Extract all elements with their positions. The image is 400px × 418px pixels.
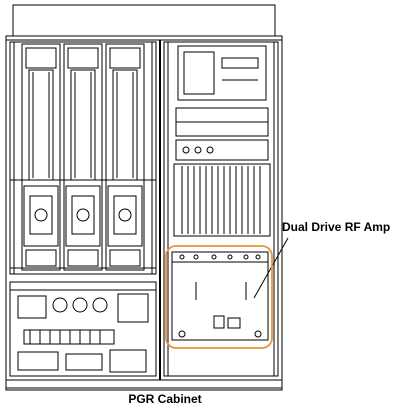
cabinet-roof (12, 4, 276, 37)
amplifier-module-3 (105, 43, 145, 271)
amplifier-module-1 (21, 43, 61, 271)
callout-highlight (165, 245, 273, 349)
right-bay (163, 41, 279, 377)
left-bay (9, 41, 157, 377)
dual-drive-rf-amp (171, 251, 269, 341)
card-cage (173, 163, 271, 237)
callout-pointer (253, 237, 289, 299)
power-distribution-panel (9, 281, 157, 377)
figure-caption: PGR Cabinet (128, 392, 202, 406)
cabinet-base (5, 379, 283, 391)
exciter-unit (177, 45, 267, 101)
callout-label: Dual Drive RF Amp (282, 220, 391, 234)
